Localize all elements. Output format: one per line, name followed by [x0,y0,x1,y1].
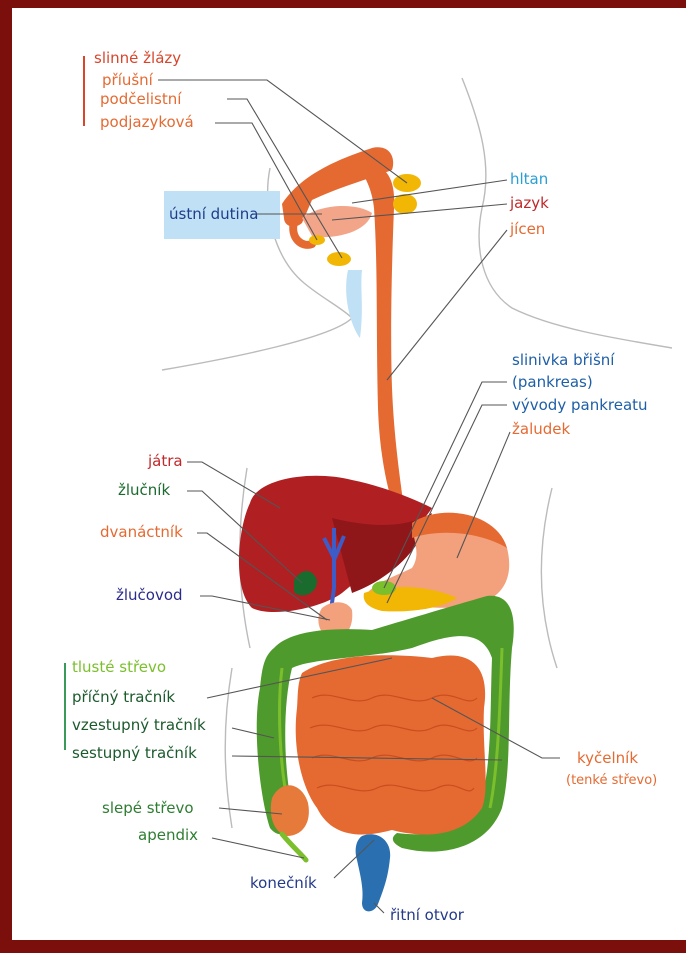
rectum-shape [356,834,391,911]
torso-outline-right [541,488,557,668]
label-tluste-strevo: tlusté střevo [72,658,166,676]
shoulder-outline-left [162,318,352,370]
line-jicen [387,230,507,380]
label-slinivka: slinivka břišní [512,351,615,369]
label-priusni: příušní [102,71,154,89]
label-slinne-zlazy: slinné žlázy [94,49,181,67]
label-kycelnik: kyčelník [577,749,638,767]
label-podjazykova: podjazyková [100,113,194,131]
label-vzestupny: vzestupný tračník [72,716,206,734]
label-slepe-strevo: slepé střevo [102,799,194,817]
label-sestupny: sestupný tračník [72,744,197,762]
label-apendix: apendix [138,826,198,844]
trachea-shape [346,270,362,338]
cecum-shape [271,785,309,836]
label-zlucnik: žlučník [118,481,170,499]
digestive-system-diagram: slinné žlázy příušní podčelistní podjazy… [12,8,686,940]
label-zaludek: žaludek [512,420,570,438]
small-intestine-shape [296,655,486,834]
label-tenke-strevo: (tenké střevo) [566,773,657,788]
hip-outline-left [225,668,232,828]
label-zlucovod: žlučovod [116,586,183,604]
label-podcelistni: podčelistní [100,90,182,108]
submandibular-gland [327,252,351,266]
label-ustni-dutina: ústní dutina [169,205,258,223]
diagram-canvas: slinné žlázy příušní podčelistní podjazy… [12,8,686,940]
shoulder-outline-right [462,78,672,348]
label-jazyk: jazyk [509,194,549,212]
parotid-gland-lower [393,194,417,214]
label-ritni-otvor: řitní otvor [390,906,465,924]
label-jicen: jícen [509,220,545,238]
label-pricny: příčný tračník [72,688,175,706]
label-hltan: hltan [510,170,548,188]
label-jatra: játra [147,452,183,470]
label-konecnik: konečník [250,874,317,892]
label-pankreas: (pankreas) [512,373,593,391]
label-vyvody: vývody pankreatu [512,396,648,414]
label-dvanactnik: dvanáctník [100,523,183,541]
